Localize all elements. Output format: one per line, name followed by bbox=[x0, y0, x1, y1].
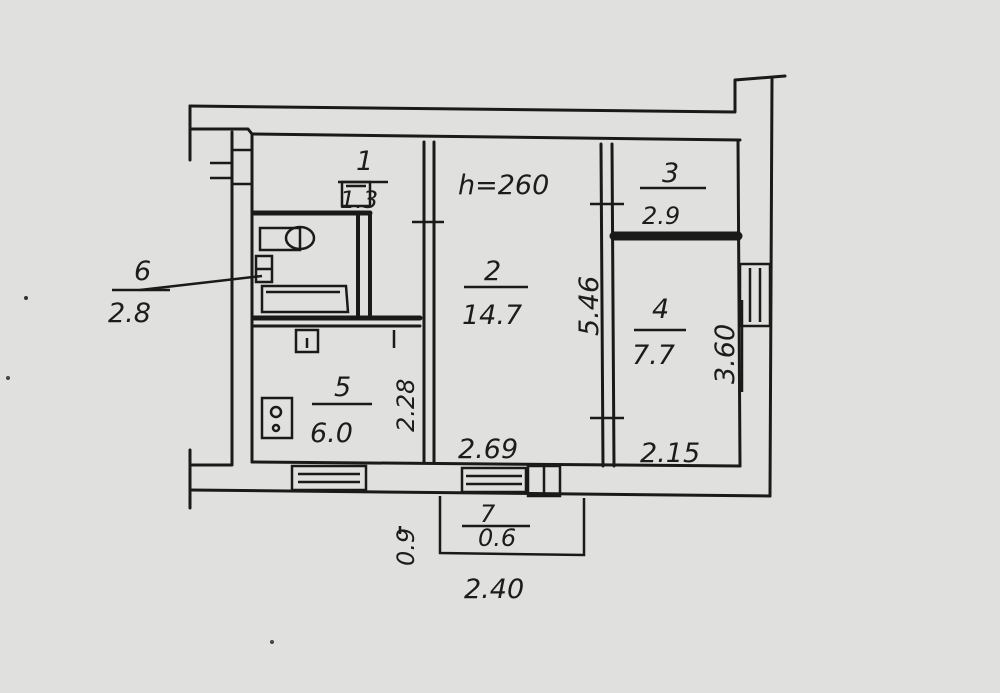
room4-width-dim: 2.15 bbox=[640, 438, 700, 469]
room-2-number: 2 bbox=[484, 256, 501, 287]
room-2-area: 14.7 bbox=[462, 300, 522, 331]
room-5-area: 6.0 bbox=[310, 418, 353, 449]
room4-length-dim: 3.60 bbox=[710, 324, 741, 384]
dimension-labels: 5.46 3.60 2.28 2.69 2.15 0.9 2.40 bbox=[392, 276, 741, 605]
label-bars bbox=[112, 180, 706, 528]
ceiling-height: h=260 bbox=[458, 170, 549, 201]
room2-length-dim: 5.46 bbox=[574, 276, 605, 336]
room2-width-dim: 2.69 bbox=[458, 434, 518, 465]
sanitary-fixtures bbox=[139, 180, 372, 440]
room5-length-dim: 2.28 bbox=[392, 379, 420, 432]
room-7-number: 7 bbox=[480, 500, 496, 528]
room-7-area: 0.6 bbox=[478, 524, 516, 552]
room-3-number: 3 bbox=[662, 158, 679, 189]
room-4-area: 7.7 bbox=[632, 340, 675, 371]
openings bbox=[210, 148, 772, 498]
room-1-number: 1 bbox=[356, 146, 373, 177]
room-6-number: 6 bbox=[134, 256, 151, 287]
room-labels: 1 1.3 h=260 2 14.7 3 2.9 4 7.7 5 6.0 6 2… bbox=[108, 146, 680, 552]
balcony bbox=[398, 496, 586, 557]
room-6-area: 2.8 bbox=[108, 298, 151, 329]
balcony-length-dim: 2.40 bbox=[464, 574, 524, 605]
bathtub-icon bbox=[260, 284, 350, 314]
room-1-area: 1.3 bbox=[340, 186, 378, 214]
room-5-number: 5 bbox=[334, 372, 351, 403]
balcony-depth-dim: 0.9 bbox=[392, 528, 420, 566]
room-4-number: 4 bbox=[652, 294, 669, 325]
room-3-area: 2.9 bbox=[642, 202, 680, 230]
stove-icon bbox=[260, 396, 294, 440]
